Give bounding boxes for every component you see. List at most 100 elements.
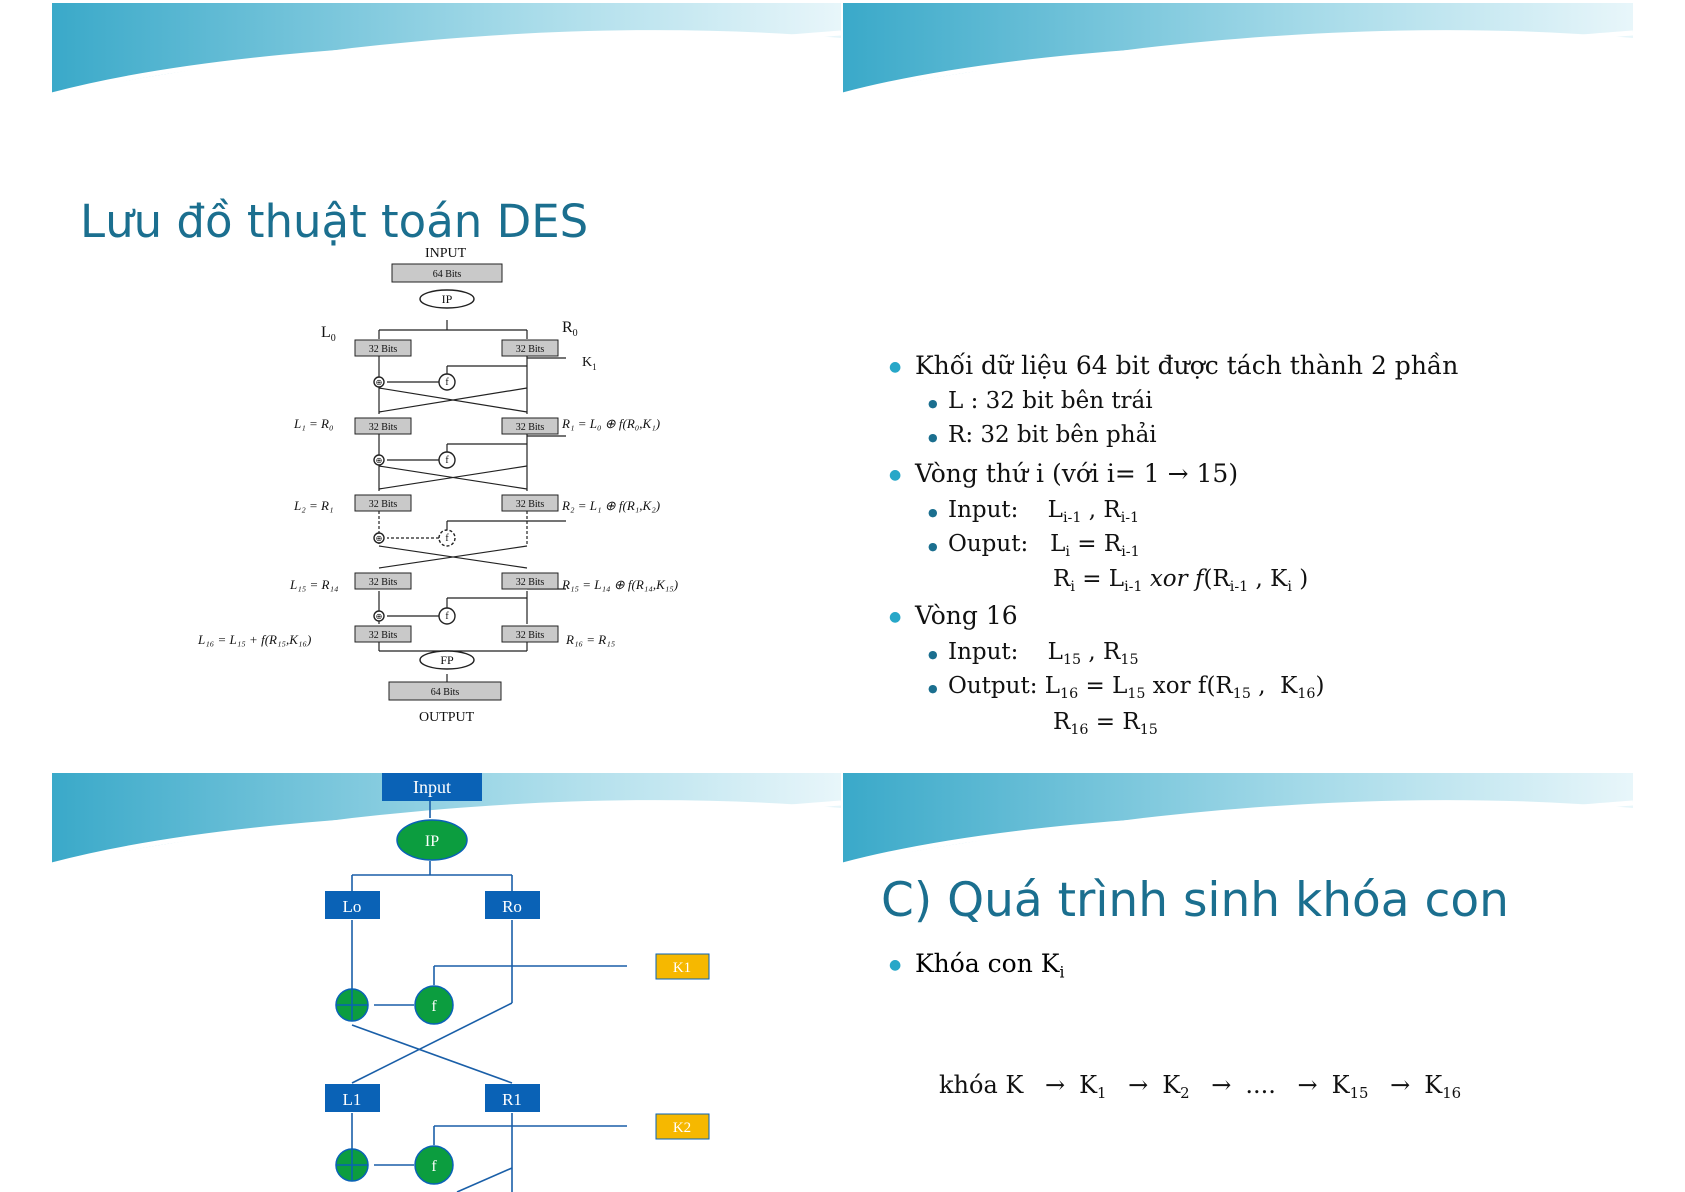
box-label: 32 Bits xyxy=(369,422,398,433)
bullet-subkey-text: Khóa con K xyxy=(915,949,1060,978)
box-label: 32 Bits xyxy=(369,577,398,588)
header-wave xyxy=(52,3,841,98)
lo-node-label: Lo xyxy=(343,897,362,916)
k2-node-label: K2 xyxy=(673,1120,691,1136)
formula-ri: Ri = Li-1 xor f(Ri-1 , Ki ) xyxy=(1053,566,1309,595)
bullet-subkey-sub: i xyxy=(1059,963,1065,982)
bullet-block-split: Khối dữ liệu 64 bit được tách thành 2 ph… xyxy=(889,351,1458,380)
header-wave xyxy=(843,3,1633,98)
f-node xyxy=(414,1145,454,1185)
arrow-icon: → xyxy=(1297,1071,1318,1099)
xor-label: xor xyxy=(1149,566,1188,592)
eq-l2: L₂ = R₁ xyxy=(293,498,333,513)
k1-node xyxy=(655,953,710,980)
bullet-round-16-input: Input: L15 , R15 xyxy=(928,639,1138,668)
eq-r15: R₁₅ = L₁₄ ⊕ f(R₁₄,K₁₅) xyxy=(561,577,678,592)
ip-node xyxy=(396,819,468,861)
box-label: 32 Bits xyxy=(516,422,545,433)
eq-l1: L₁ = R₀ xyxy=(293,416,333,431)
l0-sub: 0 xyxy=(331,333,336,344)
arrow-icon: → xyxy=(1044,1071,1066,1099)
svg-text:⊕: ⊕ xyxy=(376,534,383,543)
ro-node-label: Ro xyxy=(502,897,522,916)
input-node-label: Input xyxy=(413,777,451,797)
bullet-right: R: 32 bit bên phải xyxy=(928,422,1157,448)
box-label: 32 Bits xyxy=(516,577,545,588)
arrow-icon: → xyxy=(1128,1071,1149,1099)
arrow-icon: → xyxy=(1390,1071,1411,1099)
svg-text:⊕: ⊕ xyxy=(376,378,383,387)
output-box xyxy=(388,681,502,701)
header-wave xyxy=(52,773,841,868)
lo-node xyxy=(325,891,380,919)
formula-r16: R16 = R15 xyxy=(1053,709,1158,738)
eq-r16: R₁₆ = R₁₅ xyxy=(565,632,615,647)
svg-text:K1: K1 xyxy=(582,355,597,372)
bullet-round-i-output: Ouput: Li = Ri-1 xyxy=(928,531,1140,560)
box-label: 32 Bits xyxy=(516,499,545,510)
k1-node-label: K1 xyxy=(673,960,691,976)
input-box-label: 64 Bits xyxy=(433,269,462,280)
svg-text:⊕: ⊕ xyxy=(376,612,383,621)
f-node-label: f xyxy=(431,1158,437,1175)
box-label: 32 Bits xyxy=(369,630,398,641)
ip-node xyxy=(419,289,475,309)
k1-sub: 1 xyxy=(592,362,597,372)
bullet-subkey: Khóa con Ki xyxy=(889,949,1065,982)
bullet-round-i-input: Input: Li-1 , Ri-1 xyxy=(928,497,1139,526)
eq-l16: L₁₆ = L₁₅ + f(R₁₅,K₁₆) xyxy=(197,632,311,647)
slide-color-flowchart: Input IP Lo Ro K1 f L1 R1 K2 f xyxy=(52,773,841,1192)
f-node xyxy=(414,985,454,1025)
f-label: f xyxy=(445,377,449,388)
l1-node-label: L1 xyxy=(343,1090,362,1109)
slide-des-flowchart: Lưu đồ thuật toán DES xyxy=(52,3,841,768)
svg-text:R0: R0 xyxy=(562,319,578,339)
des-diagram: 64 Bits IP 32 Bits 32 Bits 32 Bits 32 Bi… xyxy=(197,246,678,725)
r1-node xyxy=(485,1084,540,1112)
f-label: f xyxy=(445,455,449,466)
l1-node xyxy=(325,1084,380,1112)
k2-node xyxy=(655,1113,710,1140)
fp-label: FP xyxy=(440,653,454,667)
ip-node-label: IP xyxy=(425,833,439,850)
round-flowchart: Input IP Lo Ro K1 f L1 R1 K2 f xyxy=(325,773,710,1192)
r1-node-label: R1 xyxy=(502,1090,522,1109)
input-box xyxy=(391,263,503,283)
key-chain: khóa K →K1 →K2 →.... →K15 →K16 xyxy=(939,1071,1462,1103)
fp-node xyxy=(419,650,475,670)
box-label: 32 Bits xyxy=(516,344,545,355)
r0-label: R xyxy=(562,319,573,336)
eq-l15: L₁₅ = R₁₄ xyxy=(289,577,339,592)
chain-start: khóa K xyxy=(939,1071,1024,1099)
l0-label: L xyxy=(321,324,331,341)
svg-text:L0: L0 xyxy=(321,324,336,344)
r0-sub: 0 xyxy=(573,328,578,339)
input-label: INPUT xyxy=(425,246,467,261)
page-title: Lưu đồ thuật toán DES xyxy=(80,195,589,248)
output-label: OUTPUT xyxy=(419,710,475,725)
box-label: 32 Bits xyxy=(516,630,545,641)
f-node-label: f xyxy=(431,998,437,1015)
arrow-icon: → xyxy=(1211,1071,1232,1099)
output-box-label: 64 Bits xyxy=(431,687,460,698)
input-label: Input: xyxy=(948,497,1019,523)
svg-text:⊕: ⊕ xyxy=(376,456,383,465)
output-label: Output: xyxy=(948,673,1038,699)
f-label: f xyxy=(445,611,449,622)
input-label: Input: xyxy=(948,639,1019,665)
slide-round-description: Khối dữ liệu 64 bit được tách thành 2 ph… xyxy=(843,3,1633,768)
ip-label: IP xyxy=(442,292,453,306)
k1-label: K xyxy=(582,355,592,370)
box-label: 32 Bits xyxy=(369,499,398,510)
bullet-round-16: Vòng 16 xyxy=(889,601,1018,630)
eq-r2: R₂ = L₁ ⊕ f(R₁,K₂) xyxy=(561,498,660,513)
input-node xyxy=(382,773,482,801)
bullet-round-16-output: Output: L16 = L15 xor f(R15 , K16) xyxy=(928,673,1324,702)
slide-subkey-generation: C) Quá trình sinh khóa con Khóa con Ki k… xyxy=(843,773,1633,1192)
header-wave xyxy=(843,773,1633,868)
bullet-round-i: Vòng thứ i (với i= 1 → 15) xyxy=(889,459,1238,488)
f-label: f xyxy=(445,533,449,544)
section-title: C) Quá trình sinh khóa con xyxy=(881,873,1509,928)
eq-r1: R₁ = L₀ ⊕ f(R₀,K₁) xyxy=(561,416,660,431)
chain-dots: .... xyxy=(1245,1071,1276,1099)
